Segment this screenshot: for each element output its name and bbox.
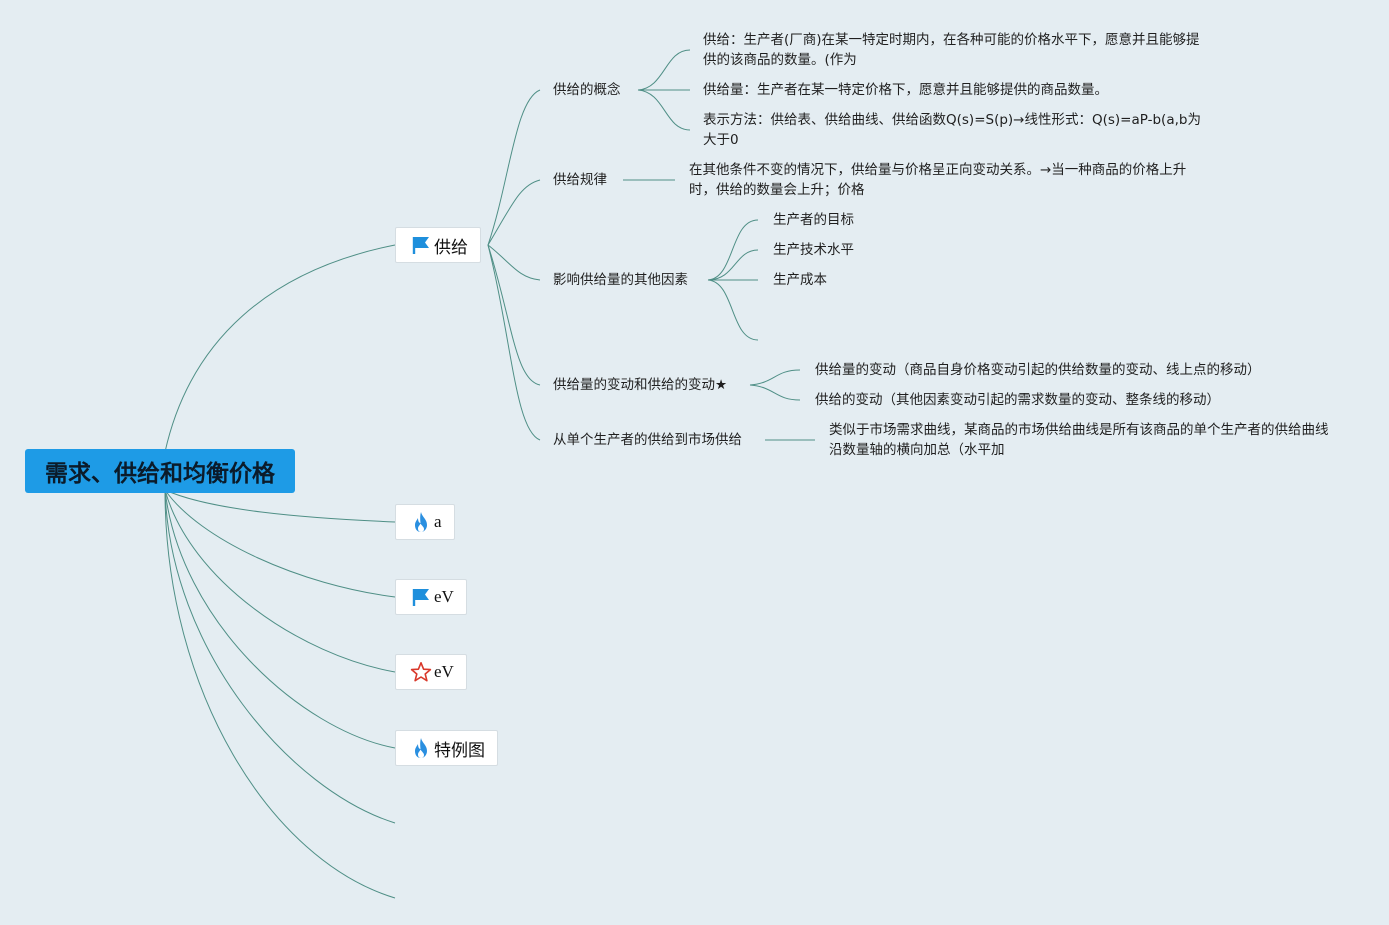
branch-supply[interactable]: 供给 (395, 227, 481, 263)
factor-item[interactable]: 生产者的目标 (773, 212, 854, 228)
branch-ev-star[interactable]: eV (395, 654, 467, 690)
topic-supply-factors[interactable]: 影响供给量的其他因素 (553, 272, 688, 288)
fire-icon (410, 511, 432, 533)
branch-ev-flag[interactable]: eV (395, 579, 467, 615)
flag-icon (410, 586, 432, 608)
market-supply-text[interactable]: 类似于市场需求曲线，某商品的市场供给曲线是所有该商品的单个生产者的供给曲线沿数量… (829, 422, 1329, 458)
change-item[interactable]: 供给量的变动（商品自身价格变动引起的供给数量的变动、线上点的移动） (815, 362, 1261, 378)
branch-special-chart[interactable]: 特例图 (395, 730, 498, 766)
flag-icon (410, 234, 432, 256)
supply-law-text[interactable]: 在其他条件不变的情况下，供给量与价格呈正向变动关系。→当一种商品的价格上升时，供… (689, 162, 1187, 198)
root-topic-label: 需求、供给和均衡价格 (45, 461, 275, 487)
branch-ev-star-label: eV (434, 662, 454, 681)
factor-item[interactable]: 生产成本 (773, 272, 827, 288)
supply-definition[interactable]: 供给：生产者(厂商)在某一特定时期内，在各种可能的价格水平下，愿意并且能够提供的… (703, 32, 1200, 68)
branch-ev-flag-label: eV (434, 587, 454, 606)
branch-supply-label: 供给 (434, 237, 468, 258)
supply-quantity-definition[interactable]: 供给量：生产者在某一特定价格下，愿意并且能够提供的商品数量。 (703, 82, 1108, 98)
topic-supply-concept[interactable]: 供给的概念 (553, 82, 621, 98)
topic-market-supply[interactable]: 从单个生产者的供给到市场供给 (553, 432, 742, 448)
branch-special-chart-label: 特例图 (434, 740, 485, 761)
topic-supply-law[interactable]: 供给规律 (553, 172, 607, 188)
branch-a[interactable]: a (395, 504, 455, 540)
supply-representation-methods[interactable]: 表示方法：供给表、供给曲线、供给函数Q(s)=S(p)→线性形式：Q(s)=aP… (703, 112, 1201, 148)
change-item[interactable]: 供给的变动（其他因素变动引起的需求数量的变动、整条线的移动） (815, 392, 1220, 408)
topic-supply-changes[interactable]: 供给量的变动和供给的变动★ (553, 377, 728, 393)
star-icon (410, 661, 432, 683)
factor-item[interactable]: 生产技术水平 (773, 242, 854, 258)
root-topic[interactable]: 需求、供给和均衡价格 (25, 449, 295, 493)
fire-icon (410, 737, 432, 759)
branch-a-label: a (434, 512, 442, 531)
